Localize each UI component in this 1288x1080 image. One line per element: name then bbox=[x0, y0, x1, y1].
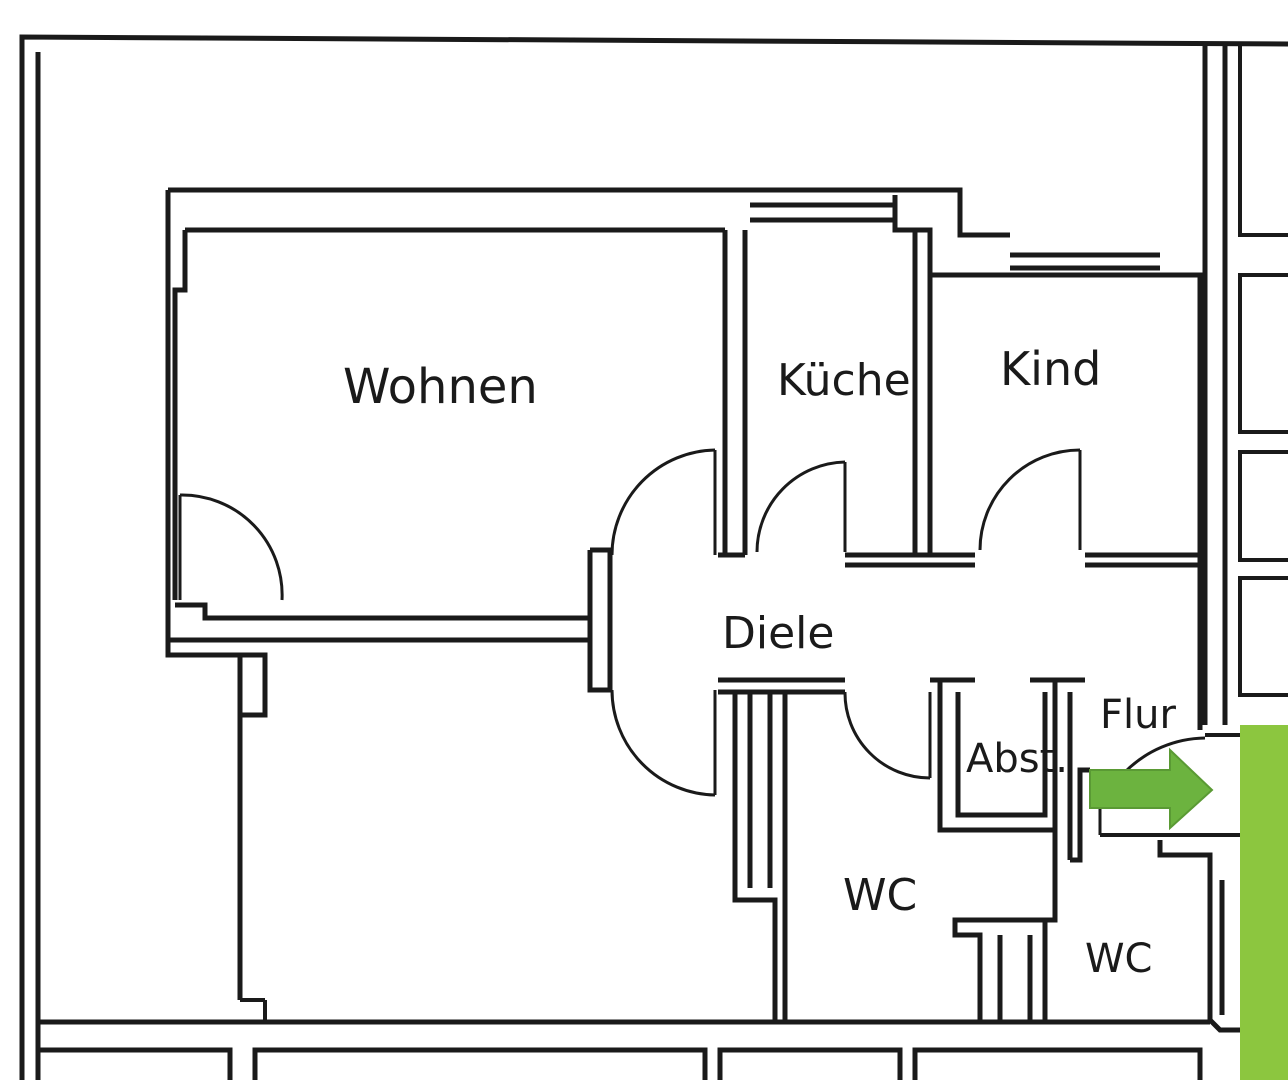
door-swings bbox=[178, 448, 1240, 837]
apartment-walls bbox=[165, 187, 1205, 1000]
room-label-wohnen: Wohnen bbox=[343, 359, 538, 415]
room-label-diele: Diele bbox=[722, 608, 834, 659]
room-label-wc-small: WC bbox=[1085, 936, 1152, 982]
room-label-kind: Kind bbox=[1000, 342, 1101, 396]
green-corridor-strip bbox=[1240, 725, 1288, 1080]
room-label-flur: Flur bbox=[1100, 692, 1176, 738]
room-label-kueche: Küche bbox=[777, 355, 911, 406]
outer-walls bbox=[19, 34, 1288, 1080]
room-label-wc-main: WC bbox=[843, 870, 917, 921]
entrance-arrow-icon bbox=[1089, 747, 1214, 831]
room-label-abst: Abst. bbox=[966, 736, 1068, 782]
interior-walls bbox=[38, 230, 1240, 1080]
